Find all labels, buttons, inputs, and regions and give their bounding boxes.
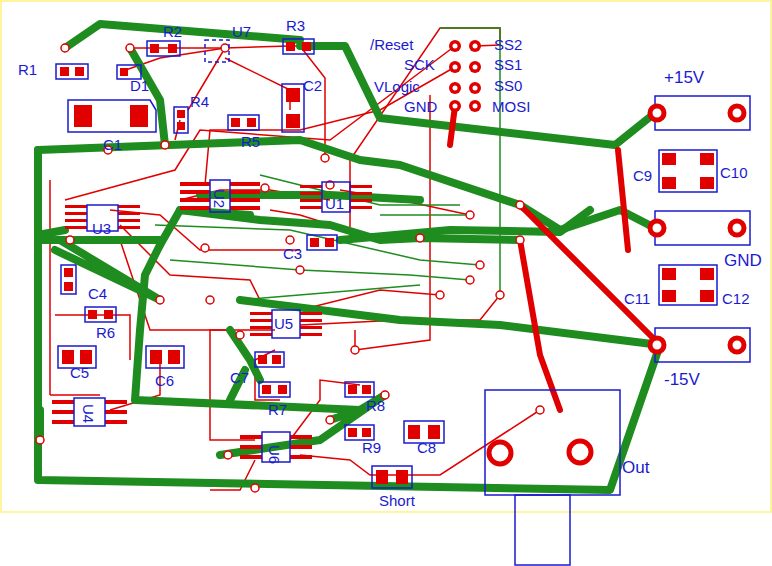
terminal-pads (489, 106, 744, 464)
part-label: U3 (92, 221, 111, 237)
part-label: R3 (286, 18, 305, 34)
part-label: MOSI (492, 99, 530, 115)
part-label: SS1 (494, 57, 522, 73)
part-label: SS0 (494, 78, 522, 94)
part-label: R7 (268, 402, 287, 418)
part-label: Out (622, 460, 649, 476)
part-label: -15V (664, 372, 700, 388)
part-label: R5 (241, 134, 260, 150)
part-label: R2 (163, 24, 182, 40)
part-label: SCK (404, 57, 435, 73)
part-label: C4 (88, 286, 107, 302)
part-label: SS2 (494, 37, 522, 53)
part-label: U6 (266, 445, 282, 464)
part-label: C9 (633, 168, 652, 184)
part-label: +15V (664, 70, 704, 86)
part-label: C3 (283, 246, 302, 262)
pin-holes (453, 44, 478, 109)
part-label: U2 (211, 189, 227, 208)
part-label: R4 (190, 94, 209, 110)
part-label: U4 (80, 404, 96, 423)
part-label: GND (724, 253, 762, 269)
bottom-traces (155, 28, 500, 300)
part-label: R8 (366, 398, 385, 414)
part-label: R6 (96, 325, 115, 341)
part-label: C11 (624, 291, 650, 307)
header-pins (449, 40, 481, 112)
part-label: GND (404, 99, 437, 115)
part-label: C10 (720, 165, 748, 181)
part-label: R9 (362, 440, 381, 456)
power-traces-top (450, 106, 660, 410)
signal-traces (50, 28, 540, 490)
part-label: C7 (230, 370, 249, 386)
part-label: U7 (232, 24, 251, 40)
part-label: VLogic (374, 79, 420, 95)
vias (36, 44, 544, 492)
smd-pads (52, 42, 714, 484)
part-label: C5 (70, 365, 89, 381)
part-label: C1 (103, 137, 122, 153)
part-label: C2 (303, 78, 322, 94)
part-label: D1 (130, 78, 149, 94)
part-label: Short (379, 493, 415, 509)
part-label: U5 (274, 316, 293, 332)
part-label: C8 (417, 440, 436, 456)
part-label: C6 (155, 373, 174, 389)
component-outlines (56, 39, 750, 565)
part-label: R1 (18, 62, 37, 78)
part-label: C12 (722, 291, 750, 307)
part-label: U1 (325, 196, 344, 212)
power-traces (38, 24, 660, 490)
part-label: /Reset (370, 37, 413, 53)
board-edge (1, 1, 771, 512)
